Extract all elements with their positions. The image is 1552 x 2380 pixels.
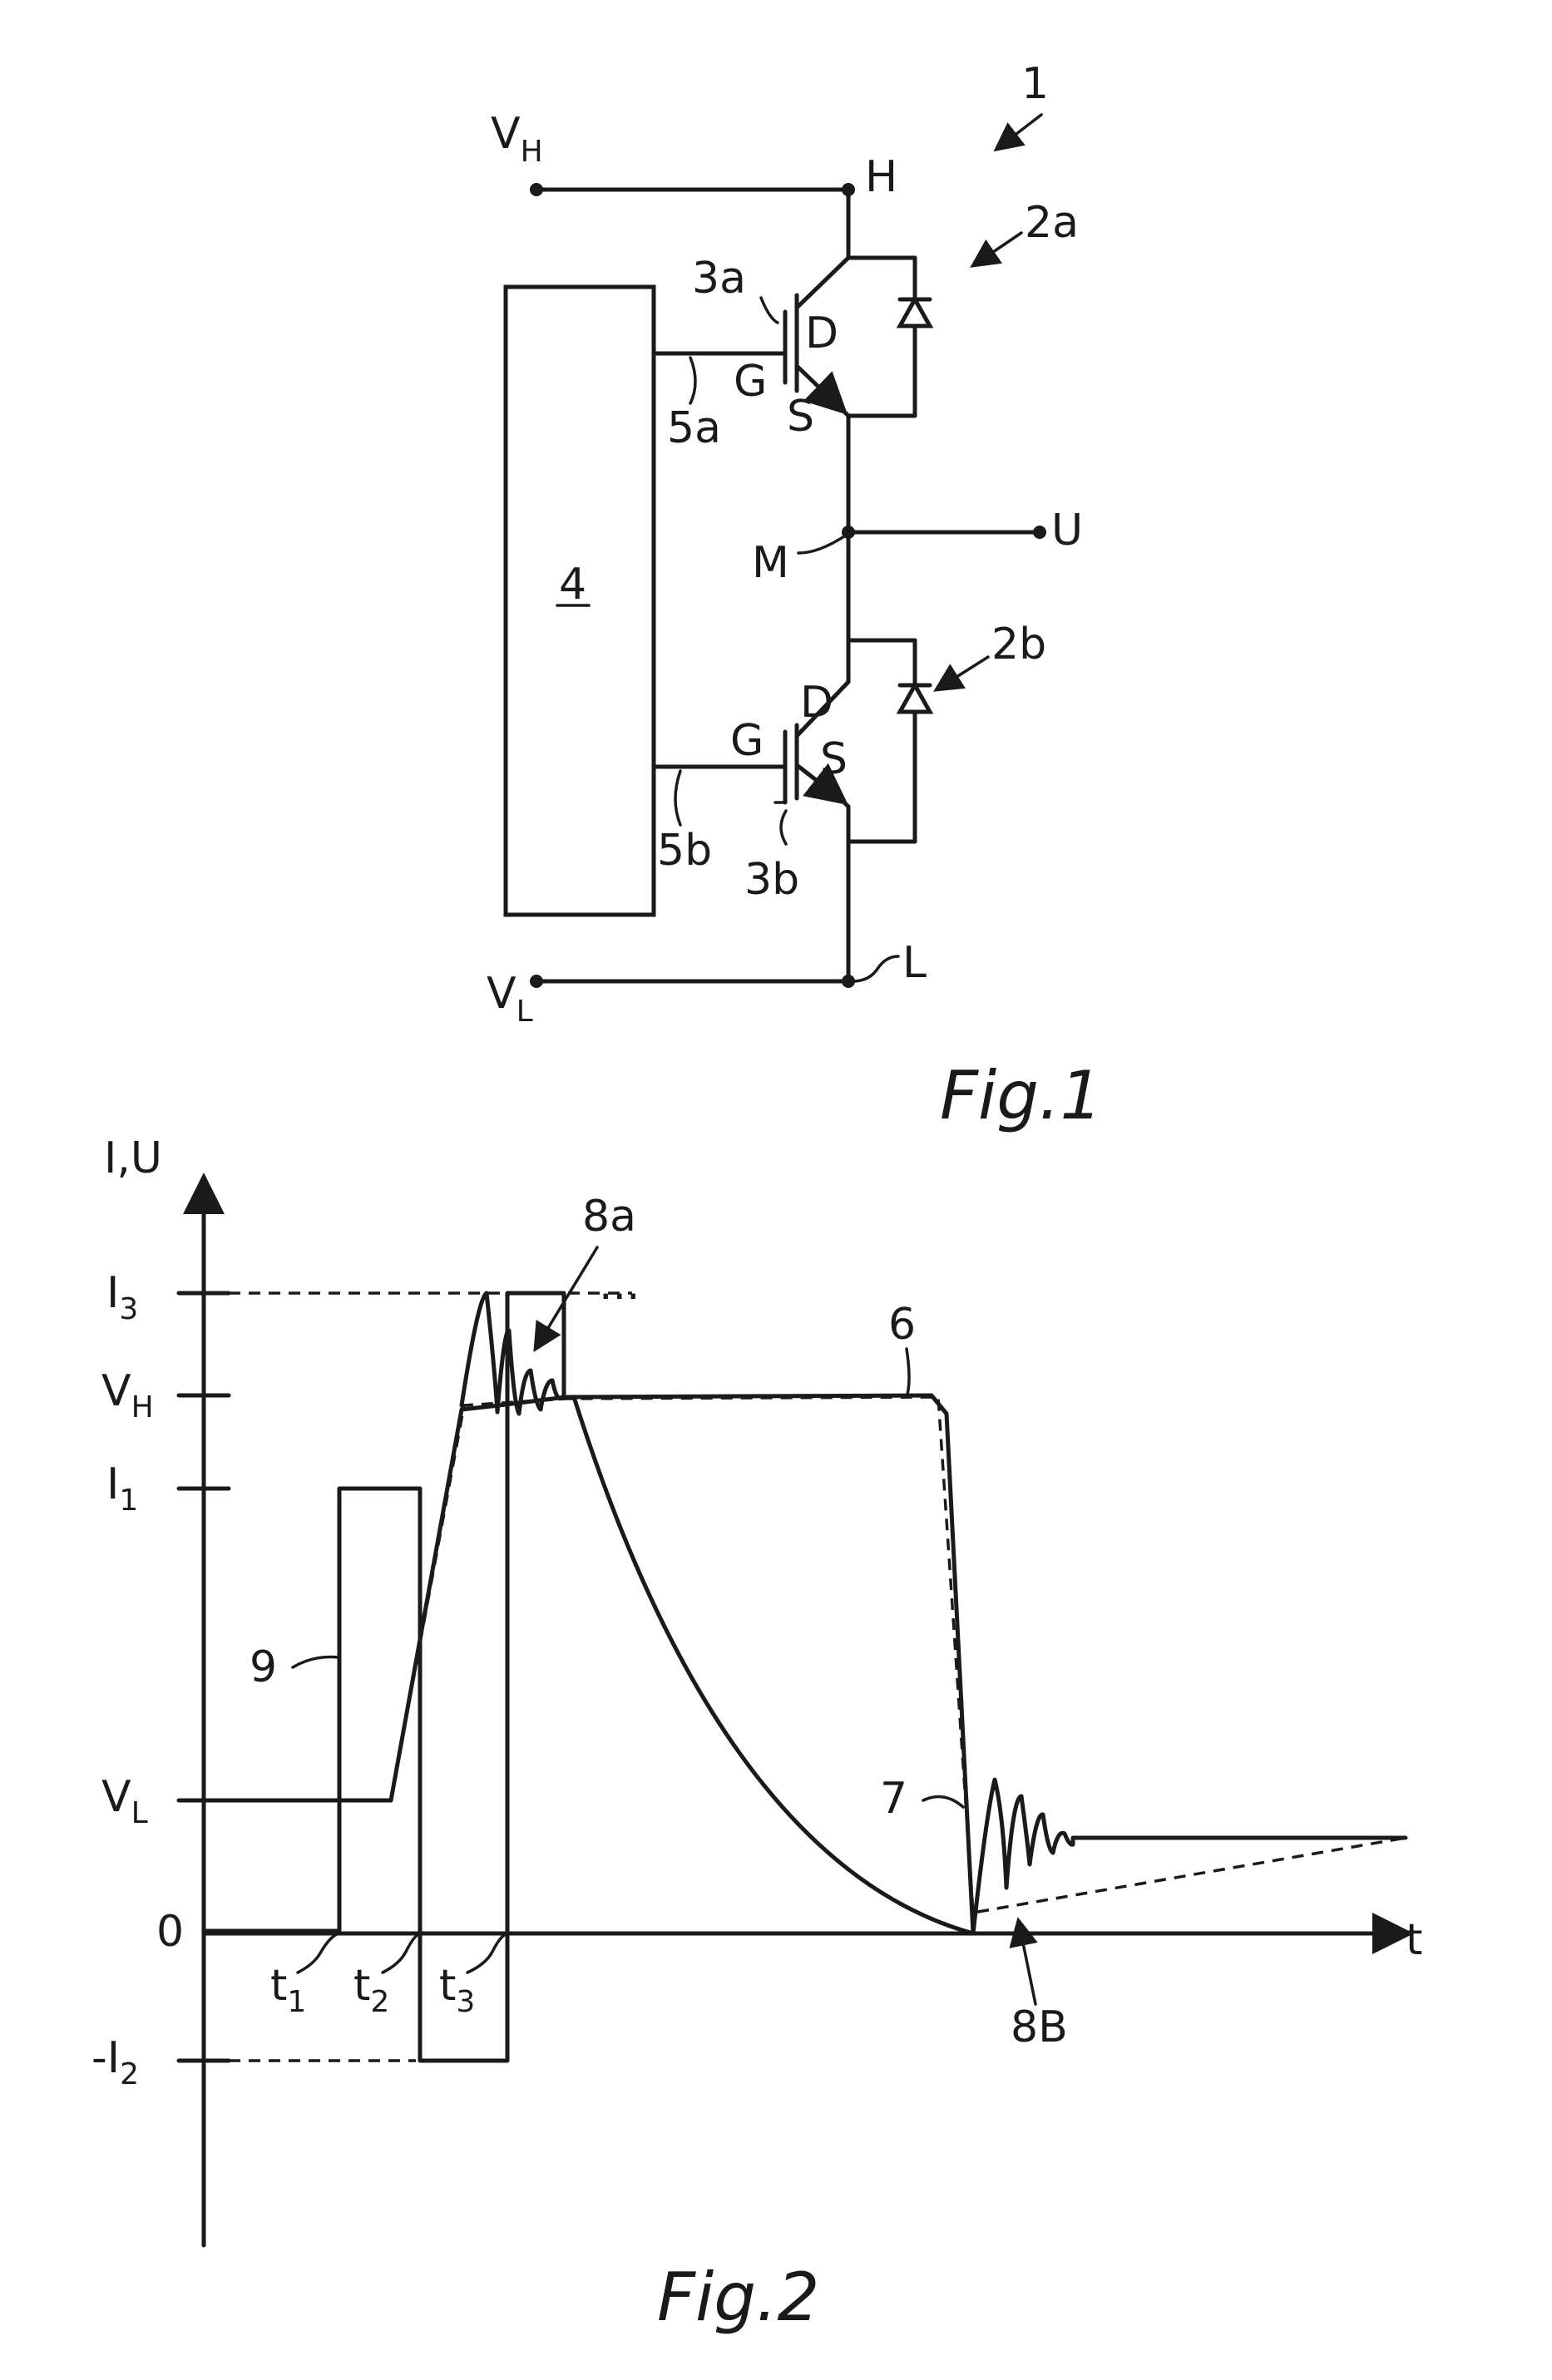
y-axis-label: I,U: [104, 1133, 162, 1183]
series-6-leader: [905, 1347, 911, 1399]
lower-switch-2b: 2b D G S 3b: [730, 620, 1046, 984]
series-7-label: 7: [880, 1774, 907, 1824]
transistor-3b-label: 3b: [744, 855, 799, 905]
node-l-label: L: [902, 938, 927, 988]
x-tick-t1-leader: [296, 1932, 341, 1974]
gate-line-5b-label: 5b: [657, 826, 712, 876]
ring-8a-label: 8a: [582, 1192, 636, 1242]
switch-2b-arrow: [933, 655, 990, 692]
series-9-gate-current: [201, 1291, 566, 2063]
node-l-dot: [842, 975, 855, 988]
gate-label-upper: G: [734, 357, 767, 407]
x-tick-t2: t2: [353, 1961, 389, 2019]
tick-label-zero: 0: [156, 1907, 184, 1957]
drain-label-upper: D: [805, 309, 838, 358]
x-tick-t3: t3: [439, 1961, 475, 2019]
ring-8b-label: 8B: [1011, 2002, 1068, 2052]
node-h-label: H: [865, 152, 897, 202]
driver-block-4: [503, 284, 656, 917]
tick-label-vh: VH: [101, 1366, 154, 1425]
gate-line-5a-leader: [689, 356, 697, 405]
ref-arrow-1: [993, 113, 1043, 152]
figure-1-caption: Fig.1: [940, 1057, 1102, 1134]
series-7-current-upper: [459, 1291, 976, 1936]
ring-8b-arrow: [1009, 1917, 1038, 2006]
tick-label-i1: I1: [106, 1459, 138, 1518]
transistor-3a-drain-lead: [794, 255, 851, 310]
gate-line-5b-leader: [674, 769, 682, 827]
node-m-leader: [797, 533, 848, 555]
driver-label: 4: [559, 560, 586, 610]
transistor-3a-leader: [759, 296, 779, 324]
source-label-lower: S: [820, 734, 848, 784]
series-6-label: 6: [888, 1300, 916, 1350]
node-m-label: M: [752, 538, 789, 588]
x-tick-t1: t1: [270, 1961, 306, 2019]
diode-2b-symbol: [896, 680, 934, 714]
switch-2a-arrow: [970, 231, 1023, 268]
switch-2a-label: 2a: [1025, 198, 1079, 248]
series-7-leader: [922, 1795, 965, 1809]
tick-label-i3: I3: [106, 1268, 138, 1326]
node-u-dot: [1033, 526, 1046, 539]
source-label-upper: S: [787, 392, 814, 442]
series-9-leader: [291, 1655, 340, 1669]
diode-2a-symbol: [896, 294, 934, 328]
tick-label-vl: VL: [101, 1772, 148, 1830]
figure-1-circuit: 1 VH H 2a 3a D G S: [487, 59, 1102, 1134]
vl-terminal-label: VL: [487, 969, 533, 1029]
transistor-3b-source-lead: [794, 763, 848, 806]
x-axis-label: t: [1406, 1915, 1422, 1965]
node-u-label: U: [1051, 506, 1083, 555]
series-6-voltage-dashed: [389, 1395, 1406, 1915]
transistor-3b-leader: [779, 809, 788, 846]
gate-line-5a-label: 5a: [667, 403, 721, 453]
vh-terminal-label: VH: [491, 109, 543, 169]
transistor-3b-drain-lead: [794, 679, 851, 738]
x-tick-t2-leader: [381, 1932, 422, 1974]
transistor-3a-source-lead: [794, 363, 848, 415]
upper-switch-2a: 2a 3a D G S: [692, 198, 1079, 442]
transistor-3a-label: 3a: [692, 254, 746, 304]
x-tick-t3-leader: [466, 1932, 509, 1974]
ellipsis-label: ...: [599, 1260, 640, 1310]
figure-2-chart: I,U t I3 VH I1 VL 0 -I2 ... 9 6 7: [91, 1133, 1422, 2336]
tick-label-mi2: -I2: [91, 2033, 139, 2091]
series-7-current-lower: [971, 1777, 1408, 1936]
series-6-voltage-solid: [201, 1393, 976, 1936]
switch-2b-label: 2b: [991, 620, 1046, 669]
gate-label-lower: G: [730, 716, 764, 766]
ref-label-1: 1: [1021, 59, 1049, 109]
figure-2-caption: Fig.2: [657, 2259, 819, 2336]
node-l-leader: [851, 955, 900, 983]
ring-8a-arrow: [533, 1246, 599, 1352]
series-9-label: 9: [250, 1642, 277, 1692]
drain-label-lower: D: [800, 678, 833, 728]
